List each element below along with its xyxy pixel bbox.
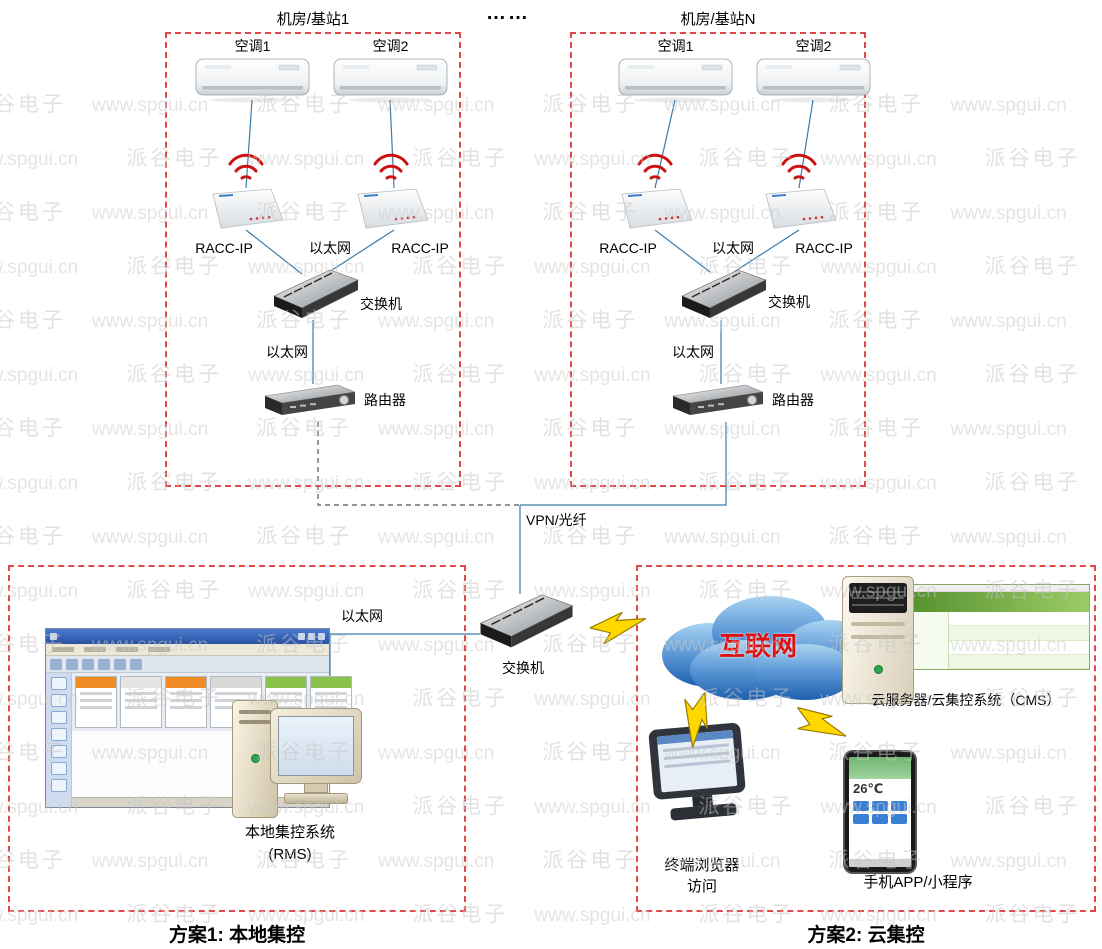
core-switch-label: 交换机 xyxy=(502,660,544,676)
racc-ip-device xyxy=(621,188,693,229)
plan2-footer: 方案2: 云集控 xyxy=(807,925,925,946)
plan1-footer: 方案1: 本地集控 xyxy=(168,925,306,946)
rms-statusbar xyxy=(72,797,329,807)
plan1-system-label-2: (RMS) xyxy=(268,846,312,863)
phone-temperature: 26℃ xyxy=(853,781,884,796)
rms-sidebar xyxy=(46,673,72,807)
unit-card xyxy=(120,676,162,728)
siteN-racc1-label: RACC-IP xyxy=(599,240,657,256)
cms-rows xyxy=(949,612,1089,669)
plan1-system-label: 本地集控系统 xyxy=(244,824,335,841)
smartphone: 26℃ xyxy=(843,750,917,874)
air-conditioner-2 xyxy=(333,58,448,103)
desktop-monitor xyxy=(270,708,362,804)
core-switch xyxy=(479,594,574,648)
wifi-signal-icon xyxy=(781,153,817,180)
site1-ethernet2-label: 以太网 xyxy=(266,344,308,360)
plan2-zone xyxy=(636,565,1096,912)
server-led-icon xyxy=(873,665,883,674)
network-switch xyxy=(273,269,359,318)
air-conditioner-1 xyxy=(195,58,310,103)
rms-titlebar xyxy=(46,629,329,644)
site1-zone xyxy=(165,32,461,487)
siteN-ac1-label: 空调1 xyxy=(657,38,694,54)
ellipsis: …… xyxy=(486,2,530,24)
cms-banner xyxy=(891,592,1089,612)
phone-buttons xyxy=(849,799,911,826)
unit-card xyxy=(165,676,207,728)
siteN-ethernet2-label: 以太网 xyxy=(672,344,714,360)
site1-title: 机房/基站1 xyxy=(276,11,350,28)
phone-screen: 26℃ xyxy=(849,757,911,867)
siteN-racc2-label: RACC-IP xyxy=(795,240,853,256)
site1-switch-label: 交换机 xyxy=(360,296,402,312)
cms-label: 云服务器/云集控系统（CMS） xyxy=(871,692,1061,708)
internet-label: 互联网 xyxy=(718,631,797,661)
phone-label: 手机APP/小程序 xyxy=(863,874,973,891)
racc-ip-device xyxy=(765,188,837,229)
cms-screenshot xyxy=(890,584,1090,670)
unit-card xyxy=(75,676,117,728)
terminal-label: 终端浏览器 xyxy=(664,857,740,874)
phone-footer-bar xyxy=(849,859,911,867)
rms-toolbar xyxy=(46,656,329,673)
phone-header-image xyxy=(849,757,911,779)
power-button-icon xyxy=(250,754,260,763)
siteN-ac2-label: 空调2 xyxy=(795,38,832,54)
racc-ip-device xyxy=(357,188,429,229)
siteN-ethernet1-label: 以太网 xyxy=(712,240,754,256)
minimize-icon xyxy=(298,633,305,640)
siteN-switch-label: 交换机 xyxy=(768,294,810,310)
racc-ip-device xyxy=(212,188,284,229)
wifi-signal-icon xyxy=(637,153,673,180)
cms-browser-bar xyxy=(891,585,1089,592)
lightning-bolt-icon xyxy=(684,690,708,748)
close-icon xyxy=(318,633,325,640)
siteN-router-label: 路由器 xyxy=(772,392,814,408)
plan1-zone xyxy=(8,565,466,912)
rms-menubar xyxy=(46,644,329,656)
site1-ac2-label: 空调2 xyxy=(372,38,409,54)
air-conditioner-1 xyxy=(618,58,733,103)
wifi-signal-icon xyxy=(373,153,409,180)
vpn-label: VPN/光纤 xyxy=(526,512,587,528)
siteN-zone xyxy=(570,32,866,487)
site1-ac1-label: 空调1 xyxy=(234,38,271,54)
site1-router-label: 路由器 xyxy=(364,392,406,408)
plan1-ethernet-label: 以太网 xyxy=(341,608,383,624)
network-switch xyxy=(681,269,767,318)
site1-racc2-label: RACC-IP xyxy=(391,240,449,256)
internet-cloud xyxy=(662,596,878,700)
router-device xyxy=(264,384,356,415)
site1-ethernet1-label: 以太网 xyxy=(309,240,351,256)
monitor-screen xyxy=(278,716,354,776)
server-panel xyxy=(849,583,907,613)
lightning-bolt-icon xyxy=(588,611,647,645)
terminal-label-2: 访问 xyxy=(686,878,717,895)
router-device xyxy=(672,384,764,415)
wifi-signal-icon xyxy=(228,153,264,180)
siteN-title: 机房/基站N xyxy=(680,11,756,28)
air-conditioner-2 xyxy=(756,58,871,103)
site1-racc1-label: RACC-IP xyxy=(195,240,253,256)
lightning-bolt-icon xyxy=(795,706,847,737)
cloud-server-tower xyxy=(842,576,914,704)
maximize-icon xyxy=(308,633,315,640)
window-icon xyxy=(50,633,57,640)
